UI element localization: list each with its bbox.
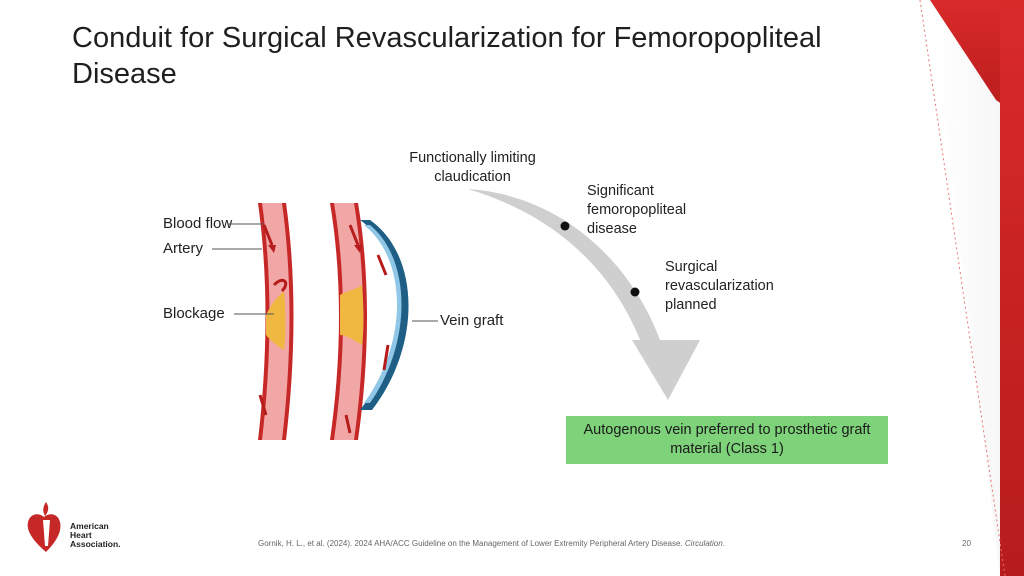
- heart-torch-logo: [27, 502, 61, 552]
- label-blood-flow: Blood flow: [163, 215, 232, 232]
- flow-arrow: [262, 224, 274, 246]
- flow-step1-text: Significant femoropopliteal disease: [587, 183, 687, 237]
- artery-diagram: Blood flow Artery Blockage Vein graft: [163, 203, 504, 440]
- footer-citation: Gornik, H. L., et al. (2024). 2024 AHA/A…: [258, 539, 725, 548]
- flow-bullet-1: [560, 221, 570, 231]
- logo-line-1: American: [70, 521, 109, 531]
- logo-line-2: Heart: [70, 530, 92, 540]
- logo-text: American Heart Association.: [70, 522, 121, 549]
- flow-bullet-2: [630, 287, 640, 297]
- label-artery: Artery: [163, 240, 204, 257]
- logo-line-3: Association.: [70, 539, 121, 549]
- outcome-text: Autogenous vein preferred to prosthetic …: [583, 422, 871, 457]
- citation-trailing: .: [722, 539, 725, 548]
- flow-start-text: Functionally limiting claudication: [409, 150, 536, 185]
- citation-text: Gornik, H. L., et al. (2024). 2024 AHA/A…: [258, 539, 683, 548]
- page-number: 20: [962, 539, 971, 548]
- slide-title: Conduit for Surgical Revascularization f…: [72, 22, 822, 90]
- label-vein-graft: Vein graft: [440, 312, 504, 329]
- label-blockage: Blockage: [163, 305, 225, 322]
- citation-journal: Circulation: [684, 539, 723, 548]
- flow-step2-text: Surgical revascularization planned: [665, 259, 774, 313]
- outcome-box: Autogenous vein preferred to prosthetic …: [566, 416, 888, 464]
